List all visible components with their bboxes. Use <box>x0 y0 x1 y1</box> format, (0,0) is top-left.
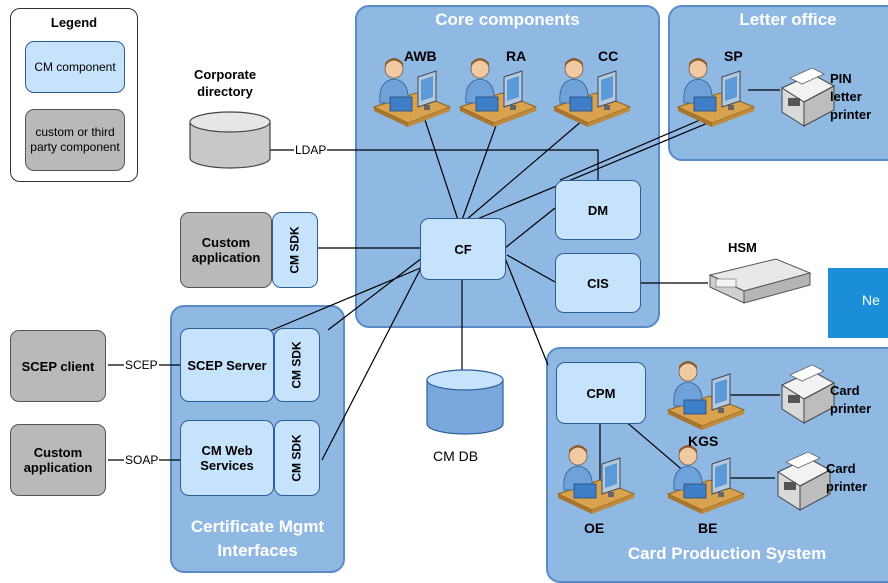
link-cis-cf <box>506 254 556 283</box>
link-awb-cf <box>424 119 459 221</box>
link-cf-cmws <box>321 261 425 461</box>
sp-person-icon <box>677 57 755 127</box>
network-box-partial: Ne <box>828 268 888 338</box>
card-printer-label-1: Card printer <box>830 383 872 416</box>
kgs-label: KGS <box>688 433 719 449</box>
oe-person-icon <box>557 444 635 514</box>
core-components-title: Core components <box>435 10 580 29</box>
ra-label: RA <box>506 48 527 64</box>
cf-node: CF <box>420 218 506 280</box>
be-label: BE <box>698 520 718 536</box>
card-printer-label-2: Card printer <box>826 461 868 494</box>
legend-title: Legend <box>50 15 98 30</box>
card-printer-icon-2 <box>777 452 831 511</box>
cm-sdk-scep: CM SDK <box>274 328 320 402</box>
corporate-directory-cylinder <box>189 111 271 169</box>
certificate-mgmt-interfaces-title: Certificate Mgmt Interfaces <box>190 517 325 560</box>
link-ldap <box>268 149 599 180</box>
be-person-icon <box>667 444 745 514</box>
scep-server-node: SCEP Server <box>180 328 274 402</box>
link-cf-cmi <box>264 263 431 334</box>
link-sp-cf <box>469 119 716 223</box>
scep-label: SCEP <box>124 358 159 372</box>
scep-client-node: SCEP client <box>10 330 106 402</box>
ra-person-icon <box>459 57 537 127</box>
custom-application-top: Custom application <box>180 212 272 288</box>
cpm-node: CPM <box>556 362 646 424</box>
link-dm-cf <box>504 207 556 249</box>
soap-label: SOAP <box>124 453 160 467</box>
dm-node: DM <box>555 180 641 240</box>
card-production-system-title: Card Production System <box>627 544 827 563</box>
legend-cm-component: CM component <box>25 41 125 93</box>
link-ra-cf <box>461 119 499 221</box>
cm-db-label: CM DB <box>433 448 479 464</box>
legend-custom-component: custom or third party component <box>25 109 125 171</box>
corporate-directory-label: Corporate directory <box>193 67 257 99</box>
cm-sdk-web: CM SDK <box>274 420 320 496</box>
pin-letter-printer-label: PIN letter printer <box>830 71 872 122</box>
card-printer-icon-1 <box>781 365 835 424</box>
network-box-label: Ne <box>862 292 880 308</box>
awb-person-icon <box>373 57 451 127</box>
cm-web-services-node: CM Web Services <box>180 420 274 496</box>
link-cf-cpm <box>504 257 549 366</box>
oe-label: OE <box>584 520 605 536</box>
custom-application-bottom: Custom application <box>10 424 106 496</box>
cm-sdk-top: CM SDK <box>272 212 318 288</box>
kgs-person-icon <box>667 360 745 430</box>
link-cf-scep <box>327 257 423 331</box>
cc-person-icon <box>553 57 631 127</box>
sp-label: SP <box>724 48 743 64</box>
cm-db-cylinder <box>426 369 504 435</box>
legend-box: Legend CM component custom or third part… <box>10 8 138 182</box>
hsm-device-icon <box>708 258 812 304</box>
link-sp-dm <box>559 119 701 181</box>
cc-label: CC <box>598 48 619 64</box>
ldap-label: LDAP <box>294 143 328 157</box>
awb-label: AWB <box>404 48 437 64</box>
hsm-label: HSM <box>728 240 757 255</box>
link-cc-cf <box>465 119 584 221</box>
cis-node: CIS <box>555 253 641 313</box>
letter-office-title: Letter office <box>739 10 837 29</box>
pin-letter-printer-icon <box>781 68 835 127</box>
